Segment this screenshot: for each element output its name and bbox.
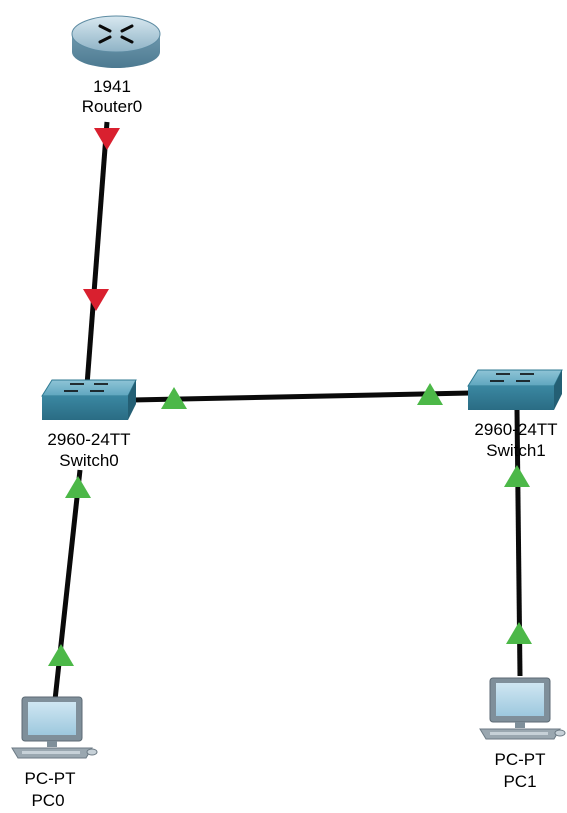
link-status-down bbox=[94, 128, 120, 150]
pc0-name: PC0 bbox=[31, 791, 64, 810]
link-status-up bbox=[506, 622, 532, 644]
router-icon bbox=[71, 15, 161, 68]
switch0-name: Switch0 bbox=[59, 451, 119, 470]
pc-icon bbox=[11, 696, 98, 759]
pc1-model: PC-PT bbox=[495, 750, 546, 769]
switch-icon bbox=[41, 379, 137, 420]
switch-icon bbox=[467, 369, 563, 410]
pc-icon bbox=[479, 677, 566, 740]
switch1-name: Switch1 bbox=[486, 441, 546, 460]
device-router0[interactable]: 1941 Router0 bbox=[71, 15, 161, 116]
router0-model: 1941 bbox=[93, 77, 131, 96]
link-status-up bbox=[48, 644, 74, 666]
pc0-model: PC-PT bbox=[25, 769, 76, 788]
link-switch0-switch1[interactable] bbox=[131, 390, 471, 403]
link-router0-switch0[interactable] bbox=[84, 121, 110, 386]
link-status-up bbox=[65, 476, 91, 498]
router0-name: Router0 bbox=[82, 97, 142, 116]
link-status-up bbox=[161, 387, 187, 409]
device-pc0[interactable]: PC-PT PC0 bbox=[11, 696, 98, 810]
link-status-down bbox=[83, 289, 109, 311]
switch1-model: 2960-24TT bbox=[474, 420, 557, 439]
link-status-up bbox=[417, 383, 443, 405]
link-status-indicators bbox=[48, 128, 532, 666]
pc1-name: PC1 bbox=[503, 772, 536, 791]
device-switch1[interactable]: 2960-24TT Switch1 bbox=[467, 369, 563, 460]
link-status-up bbox=[504, 465, 530, 487]
device-switch0[interactable]: 2960-24TT Switch0 bbox=[41, 379, 137, 470]
switch0-model: 2960-24TT bbox=[47, 430, 130, 449]
device-pc1[interactable]: PC-PT PC1 bbox=[479, 677, 566, 791]
